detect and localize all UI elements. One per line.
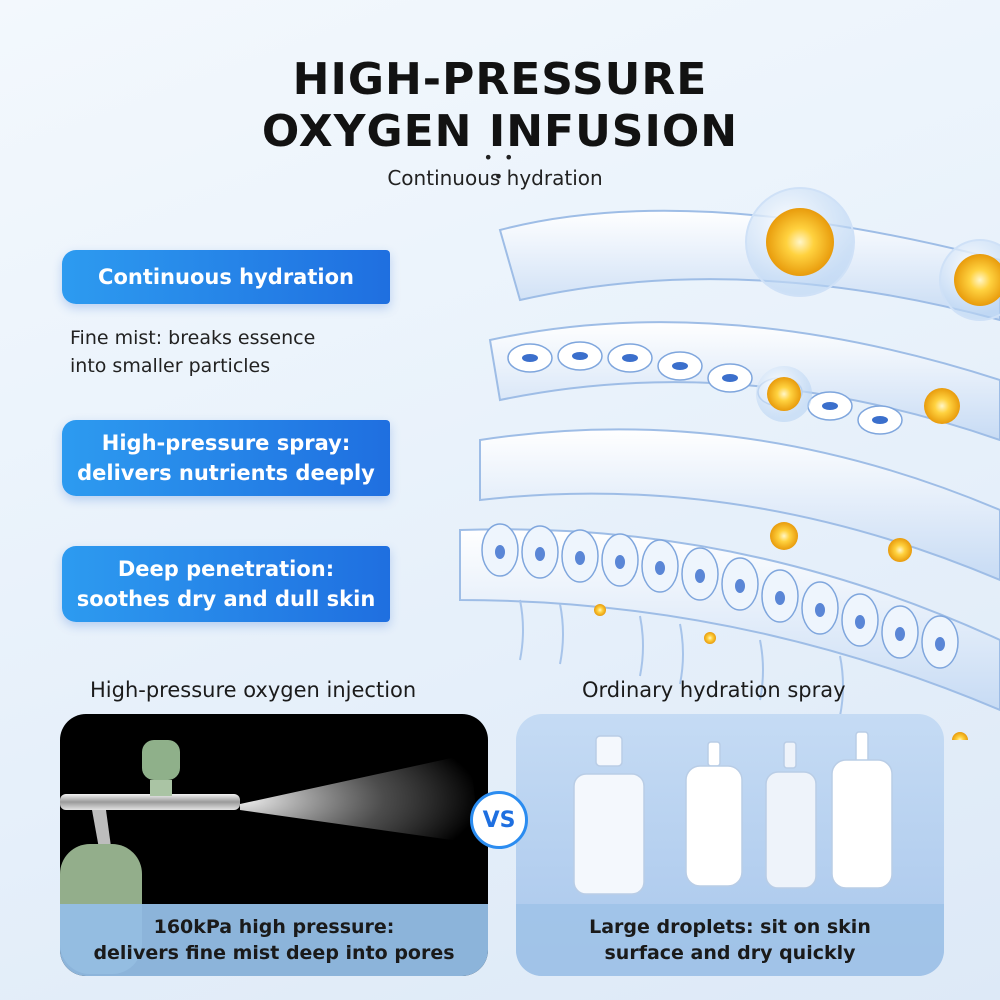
feature-description: Fine mist: breaks essence into smaller p… [70, 324, 390, 380]
feature-deep-penetration: Deep penetration: soothes dry and dull s… [62, 546, 390, 622]
skin-layer-4 [459, 528, 1000, 712]
mist-spray [240, 754, 480, 844]
cell-nuclei-lower [495, 545, 945, 651]
page-title-line1: HIGH-PRESSURE [292, 54, 708, 105]
page-subtitle: Continuous hydration [387, 166, 603, 190]
feature-label-line1: Deep penetration: [117, 557, 335, 581]
right-caption-line1: Large droplets: sit on skin [589, 916, 871, 938]
water-streams [519, 599, 844, 717]
left-caption-line2: delivers fine mist deep into pores [93, 942, 455, 964]
right-column-label: Ordinary hydration spray [582, 678, 846, 702]
title-dots: • • • [483, 148, 517, 186]
airbrush-body [60, 794, 240, 810]
feature-description-line2: into smaller particles [70, 355, 271, 377]
feature-label: Continuous hydration [98, 265, 354, 289]
feature-label-line2: soothes dry and dull skin [76, 587, 376, 611]
feature-label-line2: delivers nutrients deeply [77, 461, 375, 485]
skin-layer-3 [479, 428, 1000, 582]
bottle-4 [831, 731, 893, 889]
feature-description-line1: Fine mist: breaks essence [70, 327, 316, 349]
bottles-image [573, 731, 893, 895]
airbrush-cup [142, 740, 180, 780]
page-title-line2: OXYGEN INFUSION [261, 106, 739, 157]
left-caption-line1: 160kPa high pressure: [153, 916, 395, 938]
right-caption: Large droplets: sit on skin surface and … [516, 904, 944, 976]
feature-continuous-hydration: Continuous hydration [62, 250, 390, 304]
left-caption: 160kPa high pressure: delivers fine mist… [60, 904, 488, 976]
feature-label-line1: High-pressure spray: [101, 431, 351, 455]
skin-layers-illustration [459, 187, 1000, 740]
right-caption-line2: surface and dry quickly [604, 942, 856, 964]
feature-high-pressure-spray: High-pressure spray: delivers nutrients … [62, 420, 390, 496]
bottle-2 [685, 741, 743, 887]
left-column-label: High-pressure oxygen injection [90, 678, 417, 702]
trigger [92, 810, 112, 854]
bottle-3 [765, 741, 817, 889]
bottle-1 [573, 735, 645, 895]
skin-layer-top [498, 209, 1000, 322]
ordinary-spray-panel: Large droplets: sit on skin surface and … [516, 714, 944, 976]
oxygen-injection-panel: 160kPa high pressure: delivers fine mist… [60, 714, 488, 976]
essence-bubbles [594, 187, 1000, 740]
vs-badge: VS [470, 791, 528, 849]
